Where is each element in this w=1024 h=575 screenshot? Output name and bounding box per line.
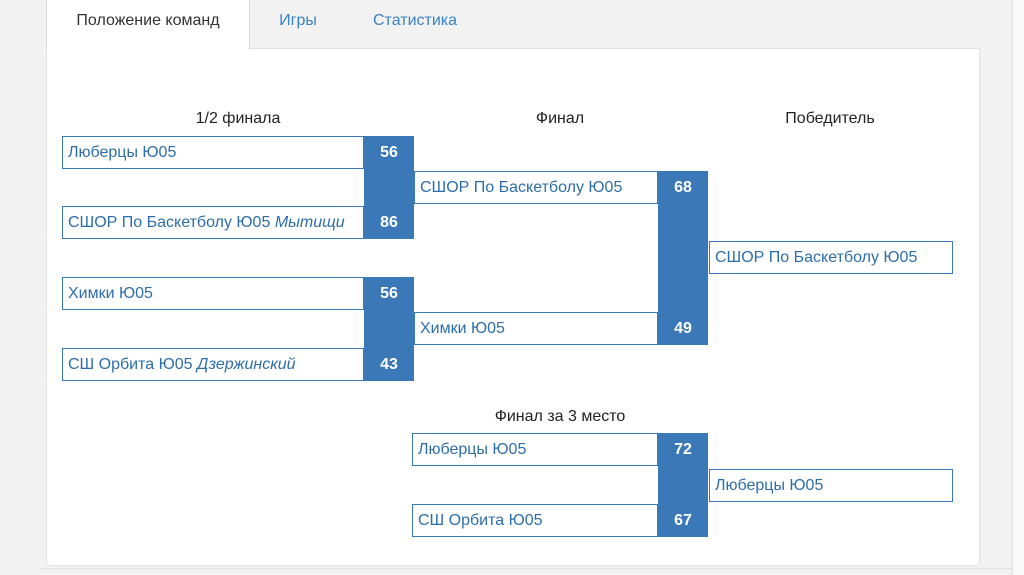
column-title-winner: Победитель — [785, 110, 875, 127]
final-score-1: 68 — [658, 171, 708, 204]
tab-statistics[interactable]: Статистика — [372, 12, 458, 29]
semifinal-1-score-2: 86 — [364, 206, 414, 239]
team-name[interactable]: СШОР По Баскетболу Ю05 — [68, 214, 271, 231]
team-city: Мытищи — [274, 214, 345, 231]
final-score-2: 49 — [658, 312, 708, 345]
semifinal-2-team-1: Химки Ю05 — [62, 277, 364, 310]
final-team-2: Химки Ю05 — [414, 312, 658, 345]
column-title-semifinal: 1/2 финала — [195, 110, 281, 127]
team-name[interactable]: Химки Ю05 — [68, 285, 153, 302]
column-title-final: Финал — [535, 110, 585, 127]
third-place-team-2: СШ Орбита Ю05 — [412, 504, 658, 537]
semifinal-1-team-1: Люберцы Ю05 — [62, 136, 364, 169]
team-name[interactable]: СШ Орбита Ю05 — [418, 512, 543, 529]
tab-standings[interactable]: Положение команд — [46, 0, 250, 50]
team-name[interactable]: СШ Орбита Ю05 — [68, 356, 193, 373]
team-city: Дзержинский — [197, 356, 296, 373]
semifinal-2-score-2: 43 — [364, 348, 414, 381]
semifinal-1-score-1: 56 — [364, 136, 414, 169]
team-name-with-city[interactable]: СШОР По Баскетболу Ю05 Мытищи — [68, 207, 345, 238]
tab-bar: Положение команд Игры Статистика — [0, 0, 1024, 50]
third-place-winner-name[interactable]: Люберцы Ю05 — [715, 477, 824, 494]
winner-team-name[interactable]: СШОР По Баскетболу Ю05 — [715, 249, 918, 266]
winner-box: СШОР По Баскетболу Ю05 — [709, 241, 953, 274]
final-team-1: СШОР По Баскетболу Ю05 — [414, 171, 658, 204]
team-name[interactable]: СШОР По Баскетболу Ю05 — [420, 179, 623, 196]
third-place-score-1: 72 — [658, 433, 708, 466]
team-name[interactable]: Химки Ю05 — [420, 320, 505, 337]
semifinal-2-team-2: СШ Орбита Ю05 Дзержинский — [62, 348, 364, 381]
third-place-winner-box: Люберцы Ю05 — [709, 469, 953, 502]
column-title-third-place: Финал за 3 место — [494, 408, 626, 425]
scroll-edge — [1012, 0, 1024, 575]
third-place-team-1: Люберцы Ю05 — [412, 433, 658, 466]
semifinal-2-score-1: 56 — [364, 277, 414, 310]
team-name[interactable]: Люберцы Ю05 — [68, 144, 177, 161]
team-name-with-city[interactable]: СШ Орбита Ю05 Дзержинский — [68, 349, 296, 380]
team-name[interactable]: Люберцы Ю05 — [418, 441, 527, 458]
tab-games[interactable]: Игры — [279, 12, 317, 29]
bottom-divider — [40, 568, 1012, 569]
third-place-score-2: 67 — [658, 504, 708, 537]
semifinal-1-team-2: СШОР По Баскетболу Ю05 Мытищи — [62, 206, 364, 239]
